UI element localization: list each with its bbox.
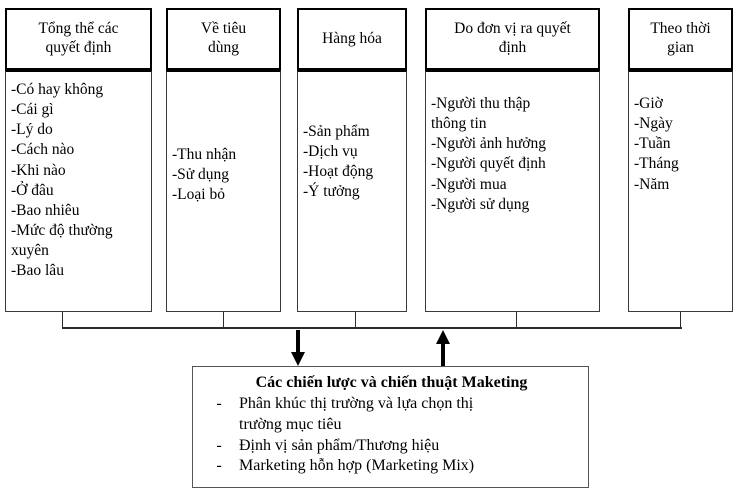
column-body-by-time: -Giờ -Ngày -Tuần -Tháng -Năm <box>628 70 733 312</box>
marketing-strategy-text: Phân khúc thị trường và lựa chọn thị trư… <box>239 395 474 433</box>
marketing-strategy-item: - Marketing hỗn hợp (Marketing Mix) <box>199 456 578 477</box>
list-item: -Lý do <box>11 121 53 139</box>
bullet-marker: - <box>216 436 222 454</box>
list-item: -Cách nào <box>11 141 75 159</box>
connector-drop-5 <box>680 312 682 328</box>
list-item: -Sử dụng <box>172 166 230 184</box>
list-item: -Bao nhiêu <box>11 201 80 219</box>
list-item: -Mức độ thường xuyên <box>11 221 113 260</box>
column-body-about-consumption: -Thu nhận -Sử dụng -Loại bỏ <box>166 70 281 312</box>
list-item: -Có hay không <box>11 81 104 98</box>
list-item: -Tháng <box>634 155 679 173</box>
marketing-strategy-item: - Phân khúc thị trường và lựa chọn thị t… <box>199 394 578 436</box>
list-item: -Giờ <box>634 95 663 112</box>
list-item: -Cái gì <box>11 101 54 119</box>
list-item: -Tuần <box>634 135 671 153</box>
connector-drop-4 <box>516 312 518 328</box>
list-item: -Sản phẩm <box>303 123 370 140</box>
list-item: -Khi nào <box>11 161 66 179</box>
list-item: -Năm <box>634 175 670 193</box>
column-decision-unit: Do đơn vị ra quyết định -Người thu thập … <box>425 8 600 312</box>
list-by-time: -Giờ -Ngày -Tuần -Tháng -Năm <box>629 94 732 195</box>
column-header-decision-unit: Do đơn vị ra quyết định <box>425 8 600 70</box>
column-body-goods: -Sản phẩm -Dịch vụ -Hoạt động -Ý tưởng <box>297 70 407 312</box>
list-overall-decisions: -Có hay không -Cái gì -Lý do -Cách nào -… <box>6 80 151 281</box>
bullet-marker: - <box>216 395 222 412</box>
column-overall-decisions: Tổng thể các quyết định -Có hay không -C… <box>5 8 152 312</box>
marketing-strategies-box: Các chiến lược và chiến thuật Maketing -… <box>192 366 589 488</box>
column-about-consumption: Về tiêu dùng -Thu nhận -Sử dụng -Loại bỏ <box>166 8 281 312</box>
marketing-strategy-text: Marketing hỗn hợp (Marketing Mix) <box>239 457 475 475</box>
list-item: -Người mua <box>431 175 507 193</box>
marketing-strategies-title: Các chiến lược và chiến thuật Maketing <box>255 374 528 391</box>
list-item: -Thu nhận <box>172 146 237 163</box>
column-body-decision-unit: -Người thu thập thông tin -Người ảnh hưở… <box>425 70 600 312</box>
column-header-goods: Hàng hóa <box>297 8 407 70</box>
marketing-strategy-text: Định vị sản phẩm/Thương hiệu <box>239 436 440 454</box>
list-about-consumption: -Thu nhận -Sử dụng -Loại bỏ <box>167 145 280 205</box>
column-by-time: Theo thời gian -Giờ -Ngày -Tuần -Tháng -… <box>628 8 733 312</box>
marketing-strategy-item: - Định vị sản phẩm/Thương hiệu <box>199 436 578 457</box>
list-item: -Người thu thập thông tin <box>431 95 531 133</box>
list-item: -Ý tưởng <box>303 183 360 201</box>
list-decision-unit: -Người thu thập thông tin -Người ảnh hưở… <box>426 94 599 215</box>
list-item: -Ở đâu <box>11 181 54 199</box>
list-item: -Loại bỏ <box>172 186 225 204</box>
column-header-overall-decisions: Tổng thể các quyết định <box>5 8 152 70</box>
connector-drop-3 <box>355 312 357 328</box>
connector-drop-1 <box>62 312 64 328</box>
list-item: -Bao lâu <box>11 262 64 280</box>
column-header-by-time: Theo thời gian <box>628 8 733 70</box>
list-item: -Người quyết định <box>431 155 546 173</box>
up-arrow-icon <box>434 330 452 366</box>
list-item: -Hoạt động <box>303 163 374 181</box>
list-item: -Dịch vụ <box>303 143 358 161</box>
column-body-overall-decisions: -Có hay không -Cái gì -Lý do -Cách nào -… <box>5 70 152 312</box>
column-header-about-consumption: Về tiêu dùng <box>166 8 281 70</box>
connector-drop-2 <box>223 312 225 328</box>
connector-horizontal-bus <box>62 327 682 329</box>
down-arrow-icon <box>289 330 307 366</box>
list-item: -Người sử dụng <box>431 195 530 213</box>
bullet-marker: - <box>216 457 222 475</box>
column-goods: Hàng hóa -Sản phẩm -Dịch vụ -Hoạt động -… <box>297 8 407 312</box>
list-item: -Ngày <box>634 115 673 133</box>
list-goods: -Sản phẩm -Dịch vụ -Hoạt động -Ý tưởng <box>298 122 406 203</box>
list-item: -Người ảnh hưởng <box>431 135 546 153</box>
